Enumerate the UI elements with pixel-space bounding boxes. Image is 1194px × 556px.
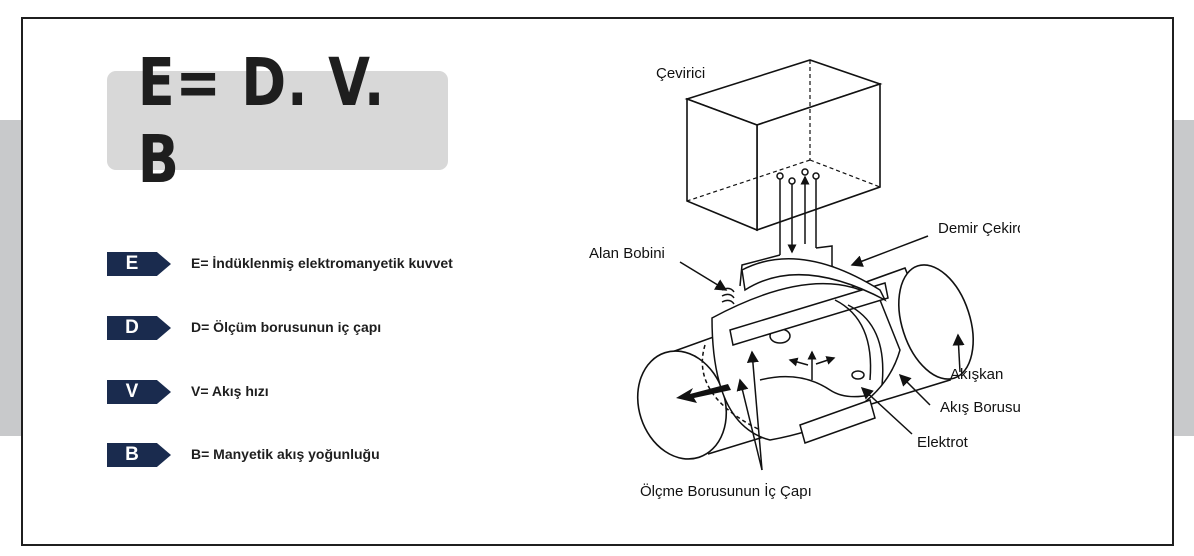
formula-box: E= D. V. B	[107, 43, 448, 198]
legend-item-d: D D= Ölçüm borusunun iç çapı	[107, 316, 527, 340]
legend-tag-d: D	[107, 316, 171, 340]
label-field-coil: Alan Bobini	[589, 245, 665, 262]
legend-text: D= Ölçüm borusunun iç çapı	[191, 319, 382, 335]
legend-tag-e: E	[107, 252, 171, 276]
legend-tag-b: B	[107, 443, 171, 467]
legend-text: E= İndüklenmiş elektromanyetik kuvvet	[191, 255, 453, 271]
label-inner-diameter: Ölçme Borusunun İç Çapı	[640, 482, 812, 500]
flow-direction-arrow	[676, 384, 731, 403]
label-fluid: Akışkan	[950, 366, 1003, 383]
converter-box	[684, 59, 883, 232]
legend-text: V= Akış hızı	[191, 383, 269, 399]
legend-item-b: B B= Manyetik akış yoğunluğu	[107, 443, 527, 467]
label-converter: Çevirici	[656, 65, 705, 82]
legend-letter: D	[125, 317, 139, 338]
legend-letter: V	[125, 381, 139, 402]
callout-arrows	[679, 235, 965, 471]
legend-text: B= Manyetik akış yoğunluğu	[191, 446, 380, 462]
legend-tag-v: V	[107, 380, 171, 404]
flowmeter-diagram: Çevirici Demir Çekirdek Alan Bobini Akış…	[589, 59, 1020, 500]
legend-letter: B	[125, 444, 139, 465]
formula-text: E= D. V. B	[137, 43, 386, 198]
field-arrows	[788, 350, 836, 380]
magnet-body	[701, 258, 901, 444]
legend-letter: E	[125, 253, 139, 274]
legend-item-e: E E= İndüklenmiş elektromanyetik kuvvet	[107, 252, 527, 276]
legend-item-v: V V= Akış hızı	[107, 380, 527, 404]
label-electrode: Elektrot	[917, 434, 969, 451]
label-iron-core: Demir Çekirdek	[938, 220, 1020, 237]
label-flow-tube: Akış Borusu	[940, 399, 1020, 416]
connector-wires	[739, 168, 871, 297]
